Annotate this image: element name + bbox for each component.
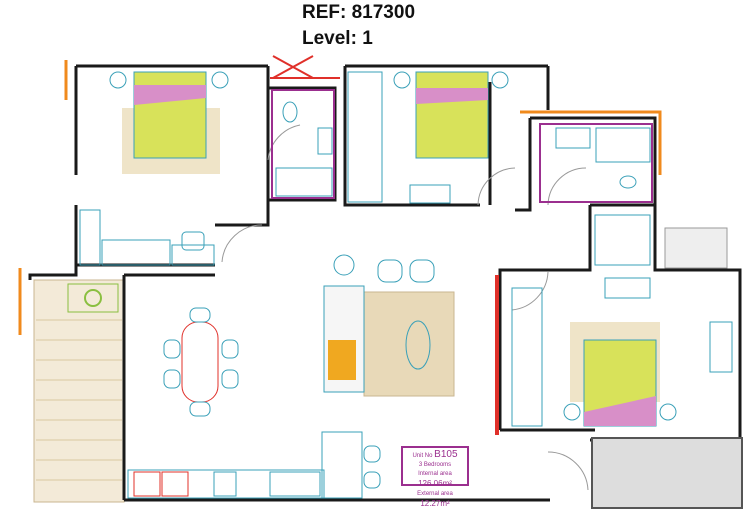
balcony bbox=[33, 279, 125, 503]
reference-number: REF: 817300 bbox=[302, 2, 416, 23]
door-swings bbox=[221, 124, 589, 491]
bedroom-1 bbox=[79, 71, 229, 266]
unit-info-box: Unit No B105 3 Bedrooms Internal area 12… bbox=[401, 446, 469, 508]
entry-door-mark bbox=[270, 55, 340, 79]
bathroom-2 bbox=[539, 123, 728, 299]
level-label: Level: 1 bbox=[302, 28, 373, 49]
internal-area-label: Internal area bbox=[418, 471, 452, 477]
stair-core bbox=[591, 437, 743, 509]
unit-prefix: Unit No bbox=[412, 453, 433, 459]
external-area-value: 12.27m² bbox=[420, 499, 450, 508]
unit-number: B105 bbox=[434, 449, 458, 460]
bathroom-1 bbox=[271, 89, 335, 199]
external-outline bbox=[18, 60, 662, 335]
kitchen bbox=[127, 431, 381, 499]
internal-area-value: 126.06m² bbox=[418, 479, 452, 488]
plant-icon bbox=[84, 289, 102, 307]
external-area-label: External area bbox=[417, 491, 453, 497]
bedroom-2 bbox=[347, 71, 509, 204]
living-dining bbox=[163, 254, 455, 417]
bedroom-3 bbox=[495, 275, 733, 435]
bedrooms: 3 Bedrooms bbox=[418, 462, 452, 468]
